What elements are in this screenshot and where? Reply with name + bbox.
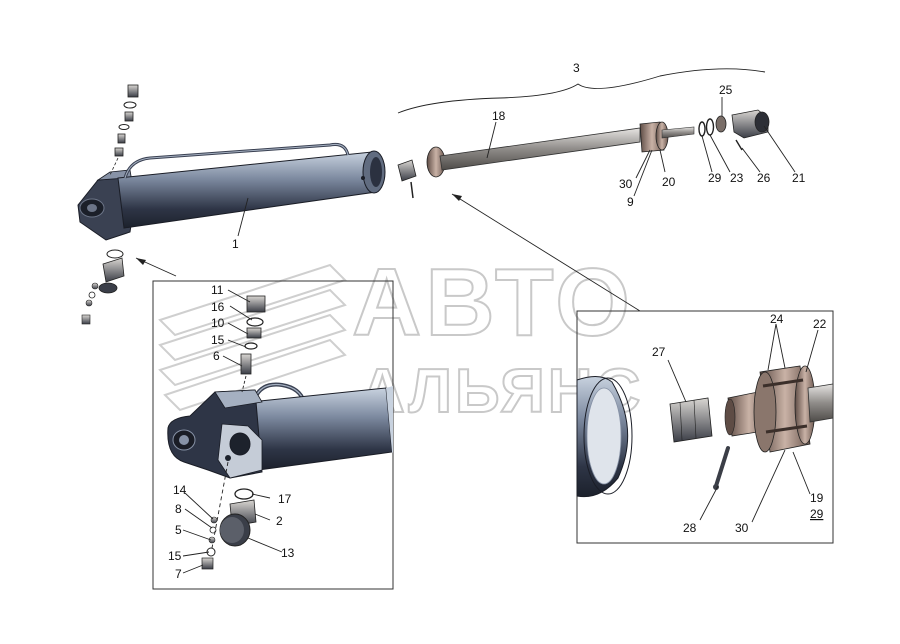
main-leaders: [237, 97, 796, 237]
right-detail-drawing: [576, 365, 834, 498]
callout-15-bottom: 15: [168, 549, 182, 563]
callout-30-inset: 30: [735, 521, 749, 535]
callout-25: 25: [719, 83, 733, 97]
watermark-logo-stripes: [158, 263, 347, 412]
callout-18: 18: [492, 109, 506, 123]
callout-19: 19: [810, 491, 824, 505]
callout-7: 7: [175, 567, 182, 581]
callout-5: 5: [175, 523, 182, 537]
callout-20: 20: [662, 175, 676, 189]
watermark-line1: АВТО: [352, 249, 634, 356]
group-bracket: [397, 68, 766, 114]
callout-2: 2: [276, 514, 283, 528]
detail-pointers: [135, 193, 641, 312]
callout-22: 22: [813, 317, 827, 331]
callout-29: 29: [708, 171, 722, 185]
callout-23: 23: [730, 171, 744, 185]
main-callouts: 1 18 25 21 26 23 29 20 30 9: [232, 83, 806, 251]
piston-rod-assembly: [397, 109, 770, 199]
callout-30: 30: [619, 177, 633, 191]
callout-1: 1: [232, 237, 239, 251]
callout-17: 17: [278, 492, 292, 506]
callout-9: 9: [627, 195, 634, 209]
callout-10: 10: [211, 316, 225, 330]
callout-14: 14: [173, 483, 187, 497]
right-inset-callouts: 24 22 27 28 30 19 29: [652, 312, 827, 535]
callout-11: 11: [211, 283, 224, 297]
callout-15-top: 15: [211, 333, 225, 347]
callout-29-inset: 29: [810, 507, 824, 521]
callout-26: 26: [757, 171, 771, 185]
cylinder-barrel: [77, 143, 386, 241]
callout-28: 28: [683, 521, 697, 535]
callout-8: 8: [175, 502, 182, 516]
callout-16: 16: [211, 300, 225, 314]
bottom-fitting-stack: [81, 249, 125, 325]
callout-27: 27: [652, 345, 666, 359]
top-fitting-stack: [109, 84, 139, 176]
callout-6: 6: [213, 349, 220, 363]
left-detail-drawing: [167, 295, 393, 570]
callout-3: 3: [573, 61, 580, 75]
right-inset-leaders: [667, 323, 819, 523]
callout-21: 21: [792, 171, 806, 185]
left-inset-leaders: [182, 289, 283, 574]
left-inset-callouts: 11 16 10 15 6 17 2 13 14 8 5 15 7: [168, 283, 295, 581]
callout-24: 24: [770, 312, 784, 326]
callout-13: 13: [281, 546, 295, 560]
